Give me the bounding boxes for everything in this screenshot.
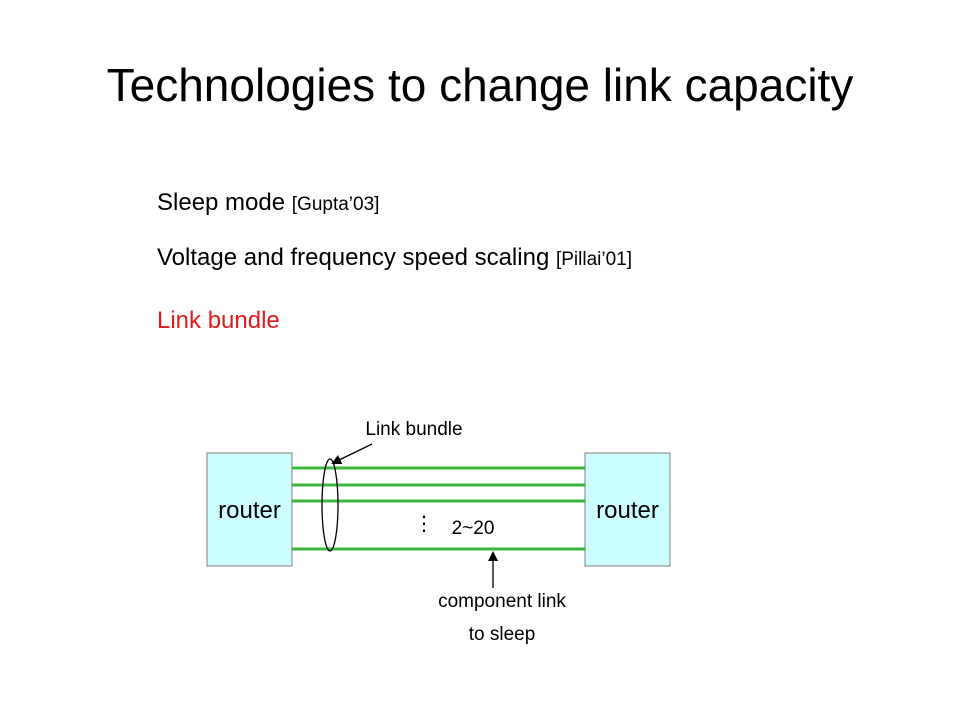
bullet-voltage-scaling: Voltage and frequency speed scaling [Pil… <box>157 246 632 270</box>
bullet-citation: [Pillai’01] <box>555 249 633 270</box>
left-router-box <box>206 452 293 567</box>
ellipsis-dots: ⋮ <box>414 513 434 535</box>
bullet-sleep-mode: Sleep mode [Gupta’03] <box>157 191 379 215</box>
link-count-label: 2~20 <box>452 518 495 539</box>
bullet-text: Voltage and frequency speed scaling <box>157 244 550 271</box>
slide-title: Technologies to change link capacity <box>106 59 854 111</box>
right-router-label: router <box>596 497 659 524</box>
bundle-ellipse <box>321 458 339 552</box>
component-link-label-line2: to sleep <box>469 624 536 645</box>
bullet-text: Link bundle <box>157 307 280 334</box>
bundle-label-arrow <box>331 443 373 464</box>
component-link-label: component link <box>438 591 566 612</box>
right-router-box <box>584 452 671 567</box>
bullet-link-bundle: Link bundle <box>157 309 280 333</box>
bullet-citation: [Gupta’03] <box>291 194 380 215</box>
bullet-text: Sleep mode <box>157 189 286 216</box>
bundle-label: Link bundle <box>365 419 462 440</box>
left-router-label: router <box>218 497 281 524</box>
